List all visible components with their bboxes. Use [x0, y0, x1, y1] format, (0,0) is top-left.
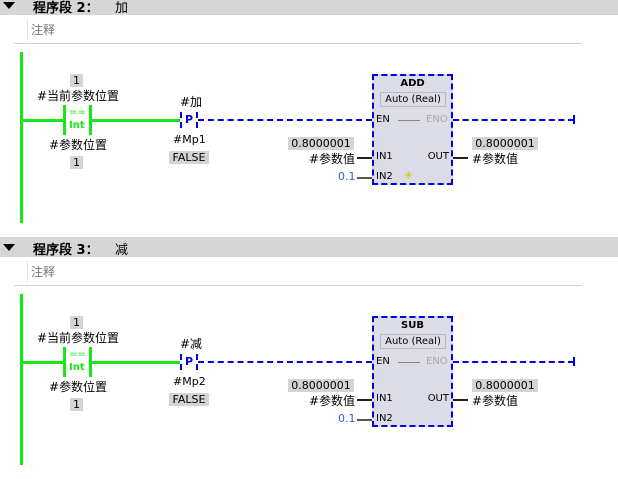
- in2-pin: IN2: [376, 413, 393, 424]
- compare-in1-value: 1: [70, 316, 83, 329]
- network-2: 程序段 2： 加 注释 1 #当前参数位置 == Int #参数位置 1 #加 …: [0, 0, 618, 237]
- compare-in1-operand[interactable]: #当前参数位置: [37, 89, 120, 103]
- in2-wire: [357, 177, 372, 179]
- out-value: 0.8000001: [472, 137, 538, 150]
- en-pin: EN: [376, 114, 390, 125]
- out-operand[interactable]: #参数值: [472, 152, 519, 166]
- in2-constant[interactable]: 0.1: [338, 412, 356, 425]
- out-wire: [453, 399, 468, 401]
- in1-operand[interactable]: #参数值: [308, 394, 355, 408]
- out-operand[interactable]: #参数值: [472, 394, 519, 408]
- power-rail: [20, 52, 23, 223]
- in1-operand[interactable]: #参数值: [308, 152, 355, 166]
- compare-type: Int: [69, 362, 85, 373]
- collapse-triangle-icon[interactable]: [3, 2, 15, 9]
- network-comment[interactable]: 注释: [27, 19, 580, 41]
- network-subtitle[interactable]: 减: [115, 243, 129, 258]
- rung-end: [573, 115, 575, 124]
- edge-state: FALSE: [169, 151, 209, 164]
- in1-pin: IN1: [376, 393, 393, 404]
- p-edge-contact[interactable]: P: [180, 354, 198, 370]
- p-edge-contact[interactable]: P: [180, 112, 198, 128]
- en-pin: EN: [376, 356, 390, 367]
- edge-state: FALSE: [169, 393, 209, 406]
- edge-memory[interactable]: #Mp1: [173, 133, 206, 146]
- network-comment[interactable]: 注释: [27, 261, 580, 283]
- in2-wire: [357, 419, 372, 421]
- in1-value: 0.8000001: [288, 137, 354, 150]
- compare-contact[interactable]: == Int: [63, 347, 92, 377]
- out-value: 0.8000001: [472, 379, 538, 392]
- eno-pin: ENO: [426, 114, 448, 125]
- network-title: 程序段 3：: [33, 243, 99, 258]
- box-type-select[interactable]: Auto (Real): [380, 334, 446, 349]
- compare-in2-operand[interactable]: #参数位置: [49, 380, 108, 394]
- in1-value: 0.8000001: [288, 379, 354, 392]
- power-rail: [20, 294, 23, 465]
- eno-wire: [453, 119, 574, 121]
- in1-pin: IN1: [376, 151, 393, 162]
- math-box[interactable]: SUB Auto (Real) EN ENO IN1 IN2 OUT: [372, 316, 453, 427]
- box-name: SUB: [401, 320, 424, 331]
- out-pin: OUT: [427, 151, 449, 162]
- box-name: ADD: [400, 78, 425, 89]
- edge-operand[interactable]: #加: [180, 95, 203, 109]
- math-box[interactable]: ADD Auto (Real) EN ENO IN1 IN2 ✳ OUT: [372, 74, 453, 185]
- network-3: 程序段 3： 减 注释 1 #当前参数位置 == Int #参数位置 1 #减 …: [0, 237, 618, 479]
- compare-in2-value: 1: [70, 398, 83, 411]
- compare-in2-operand[interactable]: #参数位置: [49, 138, 108, 152]
- rung-wire: [22, 119, 180, 122]
- edge-memory[interactable]: #Mp2: [173, 375, 206, 388]
- collapse-triangle-icon[interactable]: [3, 244, 15, 251]
- network-header[interactable]: 程序段 2： 加: [0, 0, 618, 16]
- in2-pin: IN2: [376, 171, 393, 182]
- compare-operator: ==: [69, 107, 86, 118]
- compare-in2-value: 1: [70, 156, 83, 169]
- out-pin: OUT: [427, 393, 449, 404]
- rung-end: [573, 357, 575, 366]
- divider: [14, 285, 582, 286]
- compare-operator: ==: [69, 349, 86, 360]
- box-type-select[interactable]: Auto (Real): [380, 92, 446, 107]
- in1-wire: [357, 157, 372, 159]
- rung-wire-unpowered: [198, 119, 372, 121]
- in2-constant[interactable]: 0.1: [338, 170, 356, 183]
- edge-operand[interactable]: #减: [180, 337, 203, 351]
- out-wire: [453, 157, 468, 159]
- eno-pin: ENO: [426, 356, 448, 367]
- compare-contact[interactable]: == Int: [63, 105, 92, 135]
- add-input-icon[interactable]: ✳: [404, 169, 414, 182]
- rung-wire-unpowered: [198, 361, 372, 363]
- network-title: 程序段 2：: [33, 1, 99, 16]
- eno-wire: [453, 361, 574, 363]
- network-subtitle[interactable]: 加: [115, 1, 129, 16]
- divider: [14, 43, 582, 44]
- in1-wire: [357, 399, 372, 401]
- network-header[interactable]: 程序段 3： 减: [0, 237, 618, 258]
- rung-wire: [22, 361, 180, 364]
- compare-type: Int: [69, 120, 85, 131]
- compare-in1-operand[interactable]: #当前参数位置: [37, 331, 120, 345]
- compare-in1-value: 1: [70, 74, 83, 87]
